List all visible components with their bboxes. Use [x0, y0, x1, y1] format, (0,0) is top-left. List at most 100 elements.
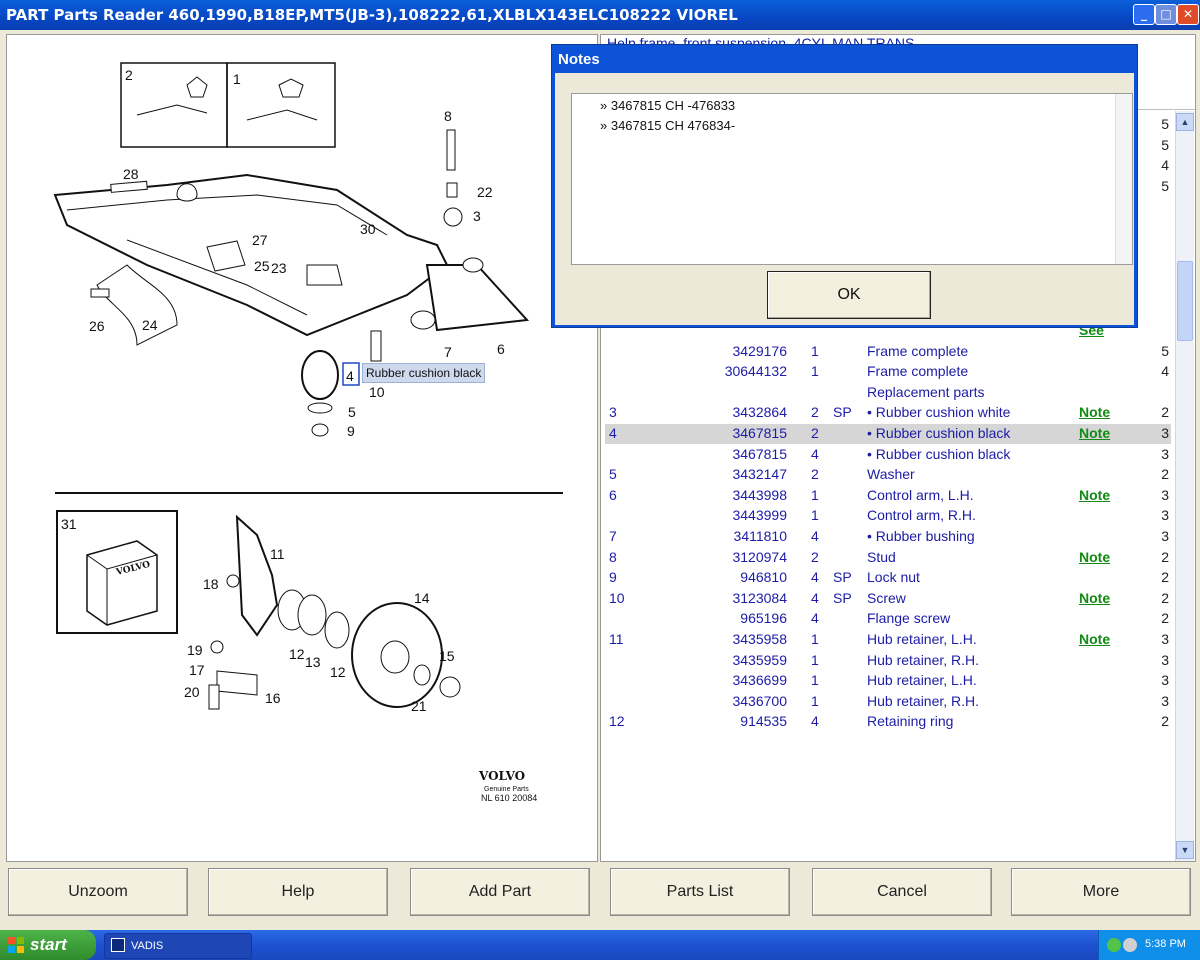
row-part-number: 965196	[740, 610, 787, 627]
callout-19: 19	[187, 642, 203, 658]
row-description: Flange screw	[867, 610, 951, 627]
row-fig: 5	[1161, 177, 1169, 194]
row-description: • Rubber cushion black	[867, 425, 1011, 441]
network-icon[interactable]	[1107, 938, 1121, 952]
table-row[interactable]: 5	[605, 115, 1171, 135]
row-position: 5	[609, 466, 617, 483]
row-description: Hub retainer, R.H.	[867, 651, 980, 668]
callout-25: 25	[254, 258, 270, 274]
row-sp: SP	[833, 589, 852, 606]
row-note-link[interactable]: Note	[1079, 486, 1111, 503]
row-position: 12	[609, 713, 625, 730]
row-fig: 2	[1161, 548, 1169, 565]
scroll-down-arrow-icon[interactable]: ▼	[1176, 841, 1194, 859]
volume-icon[interactable]	[1123, 938, 1137, 952]
row-position: 8	[609, 548, 617, 565]
scroll-thumb[interactable]	[1177, 261, 1193, 341]
row-quantity: 2	[811, 425, 819, 441]
exploded-diagram[interactable]: 2 1 8 22 3 28 30 27 25 23 26 24 7 6 4 10…	[6, 34, 598, 862]
minimize-button[interactable]: _	[1133, 4, 1155, 25]
row-description: • Rubber bushing	[867, 528, 975, 544]
table-row[interactable]: 5	[605, 136, 1171, 156]
notes-dialog-title: Notes	[558, 51, 600, 68]
row-description: Control arm, L.H.	[867, 486, 974, 503]
row-fig: 5	[1161, 136, 1169, 153]
row-part-number: 3432864	[732, 404, 787, 421]
maximize-button[interactable]: □	[1155, 4, 1177, 25]
row-part-number: 3467815	[732, 425, 787, 441]
notes-textbox[interactable]: » 3467815 CH -476833 » 3467815 CH 476834…	[571, 93, 1133, 265]
table-row[interactable]: 4	[605, 156, 1171, 176]
close-button[interactable]: ✕	[1177, 4, 1199, 25]
table-row[interactable]: Replacement parts	[605, 383, 1171, 403]
row-quantity: 2	[811, 404, 819, 421]
row-note-link[interactable]: Note	[1079, 589, 1111, 606]
parts-scrollbar[interactable]: ▲ ▼	[1175, 111, 1194, 861]
row-fig: 3	[1161, 507, 1169, 524]
row-note-link[interactable]: Note	[1079, 548, 1111, 565]
row-fig: 3	[1161, 425, 1169, 441]
callout-24: 24	[142, 317, 158, 333]
row-fig: 2	[1161, 589, 1169, 606]
row-quantity: 1	[811, 672, 819, 689]
row-quantity: 1	[811, 651, 819, 668]
row-note-link[interactable]: Note	[1079, 404, 1111, 421]
button-bar: Unzoom Help Add Part Parts List Cancel M…	[0, 862, 1200, 928]
cancel-button[interactable]: Cancel	[812, 868, 992, 916]
row-description: Replacement parts	[867, 383, 985, 400]
callout-3: 3	[473, 208, 481, 224]
diagram-drawing: 2 1 8 22 3 28 30 27 25 23 26 24 7 6 4 10…	[53, 62, 563, 803]
scroll-up-arrow-icon[interactable]: ▲	[1176, 113, 1194, 131]
row-description: Frame complete	[867, 342, 969, 359]
taskbar-item-vadis[interactable]: VADIS	[104, 933, 252, 959]
row-fig: 3	[1161, 486, 1169, 503]
row-description: Frame complete	[867, 363, 969, 380]
callout-15: 15	[439, 648, 455, 664]
unzoom-button[interactable]: Unzoom	[8, 868, 188, 916]
row-position: 6	[609, 486, 617, 503]
help-button[interactable]: Help	[208, 868, 388, 916]
row-quantity: 4	[811, 445, 819, 462]
callout-26: 26	[89, 318, 105, 334]
more-button[interactable]: More	[1011, 868, 1191, 916]
callout-12b: 12	[330, 664, 346, 680]
callout-4: 4	[346, 368, 354, 384]
row-part-number: 3436700	[732, 692, 787, 709]
callout-18: 18	[203, 576, 219, 592]
notes-dialog: Notes » 3467815 CH -476833 » 3467815 CH …	[551, 44, 1138, 328]
parts-list-button[interactable]: Parts List	[610, 868, 790, 916]
add-part-button[interactable]: Add Part	[410, 868, 590, 916]
taskbar: start VADIS 5:38 PM	[0, 930, 1200, 960]
row-note-link[interactable]: Note	[1079, 631, 1111, 647]
row-quantity: 2	[811, 466, 819, 483]
table-row[interactable]: 5	[605, 177, 1171, 197]
row-fig: 2	[1161, 713, 1169, 730]
ok-button[interactable]: OK	[767, 271, 931, 319]
row-sp: SP	[833, 569, 852, 586]
row-part-number: 3467815	[732, 445, 787, 462]
notes-scrollbar[interactable]	[1115, 94, 1132, 264]
note-line: » 3467815 CH -476833	[600, 98, 736, 113]
callout-8: 8	[444, 108, 452, 124]
start-button[interactable]: start	[0, 930, 96, 960]
callout-6: 6	[497, 341, 505, 357]
row-note-link[interactable]: Note	[1079, 425, 1111, 441]
